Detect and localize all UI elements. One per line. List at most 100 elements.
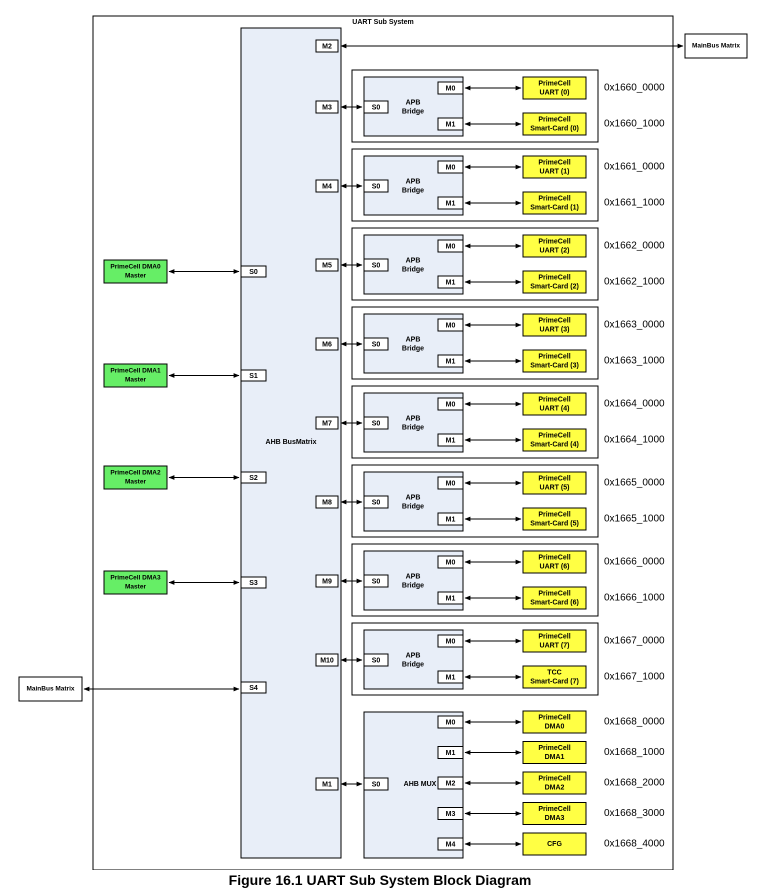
matrix-port-m5-box (315, 258, 339, 272)
uart-device-5-label: UART (5) (540, 484, 570, 491)
bridge-7-slave-port-label: S0 (372, 657, 381, 664)
smartcard-device-4-label: Smart-Card (4) (530, 441, 579, 448)
apb-bridge-5-label: APB (406, 494, 421, 501)
address-uart-4: 0x1664_0000 (604, 399, 665, 410)
ahb-mux-port-m3-box (437, 807, 464, 820)
mux-device-2-label: PrimeCell (538, 775, 570, 782)
uart-device-4-label: PrimeCell (538, 396, 570, 403)
ahb-mux-label: AHB MUX (404, 781, 437, 788)
address-smartcard-6: 0x1666_1000 (604, 593, 665, 604)
bridge-1-slave-port-label: S0 (372, 183, 381, 190)
matrix-port-m7-box (315, 416, 339, 430)
smartcard-device-1-label: Smart-Card (1) (530, 204, 579, 211)
smartcard-device-6-label: PrimeCell (538, 590, 570, 597)
bridge-3-port-m0-box (437, 318, 464, 332)
bridge-0-port-m0-label: M0 (446, 85, 456, 92)
master-port-s1-label: S1 (249, 373, 258, 380)
uart-device-7-label: UART (7) (540, 642, 570, 649)
uart-device-3-label: UART (3) (540, 326, 570, 333)
address-uart-5: 0x1665_0000 (604, 478, 665, 489)
bridge-7-port-m1-label: M1 (446, 674, 456, 681)
apb-bridge-2-label: APB (406, 257, 421, 264)
bridge-6-port-m0-box (437, 555, 464, 569)
uart-device-7 (522, 629, 587, 653)
smartcard-device-3-label: Smart-Card (3) (530, 362, 579, 369)
uart-device-0 (522, 76, 587, 100)
master-port-s2-box (240, 471, 267, 484)
ahb-mux-port-m4-box (437, 837, 464, 851)
apb-bridge-6-label: APB (406, 573, 421, 580)
address-smartcard-2: 0x1662_1000 (604, 277, 665, 288)
smartcard-device-2 (522, 270, 587, 294)
mainbus-matrix-left (18, 676, 83, 702)
uart-device-3 (522, 313, 587, 337)
address-uart-1: 0x1661_0000 (604, 162, 665, 173)
matrix-port-m9-box (315, 574, 339, 588)
apb-bridge-1-label: APB (406, 178, 421, 185)
master-port-s0-label: S0 (249, 269, 258, 276)
ahb-mux-port-m1-box (437, 746, 464, 759)
matrix-port-m1-label: M1 (322, 781, 332, 788)
apb-bridge-6-label: Bridge (402, 582, 424, 589)
master-port-s3-label: S3 (249, 580, 258, 587)
apb-bridge-0-label: Bridge (402, 108, 424, 115)
address-smartcard-3: 0x1663_1000 (604, 356, 665, 367)
uart-device-6-label: UART (6) (540, 563, 570, 570)
uart-device-0-label: UART (0) (540, 89, 570, 96)
port-top-m2-box (315, 39, 339, 53)
mux-device-3-label: PrimeCell (538, 806, 570, 813)
bridge-3-port-m1-label: M1 (446, 358, 456, 365)
matrix-port-m4-box (315, 179, 339, 193)
smartcard-device-5-label: PrimeCell (538, 511, 570, 518)
matrix-port-m6-label: M6 (322, 341, 332, 348)
mux-device-4 (522, 832, 587, 856)
apb-bridge-1-label: Bridge (402, 187, 424, 194)
bridge-1-port-m0-label: M0 (446, 164, 456, 171)
bridge-6-slave-port-box (363, 574, 389, 588)
apb-bridge-4-label: Bridge (402, 424, 424, 431)
matrix-port-m3-label: M3 (322, 104, 332, 111)
apb-bridge-3-label: Bridge (402, 345, 424, 352)
mainbus-matrix-right-label: MainBus Matrix (692, 43, 740, 50)
uart-device-4-label: UART (4) (540, 405, 570, 412)
address-smartcard-0: 0x1660_1000 (604, 119, 665, 130)
smartcard-device-4 (522, 428, 587, 452)
dma-master-0 (103, 259, 168, 284)
bridge-4-port-m0-label: M0 (446, 401, 456, 408)
smartcard-device-5 (522, 507, 587, 531)
uart-device-1-label: PrimeCell (538, 159, 570, 166)
address-uart-6: 0x1666_0000 (604, 557, 665, 568)
address-smartcard-7: 0x1667_1000 (604, 672, 665, 683)
bridge-6-slave-port-label: S0 (372, 578, 381, 585)
uart-device-7-label: PrimeCell (538, 633, 570, 640)
uart-device-2-label: UART (2) (540, 247, 570, 254)
bridge-4-slave-port-label: S0 (372, 420, 381, 427)
apb-bridge-2-label: Bridge (402, 266, 424, 273)
apb-bridge-3-label: APB (406, 336, 421, 343)
mux-device-1-label: PrimeCell (538, 745, 570, 752)
apb-bridge-7-label: APB (406, 652, 421, 659)
address-mux-4: 0x1668_4000 (604, 839, 665, 850)
matrix-port-m8-label: M8 (322, 499, 332, 506)
apb-bridge-0-label: APB (406, 99, 421, 106)
master-port-s4-box (240, 681, 267, 694)
smartcard-device-6 (522, 586, 587, 610)
mux-device-0 (522, 710, 587, 734)
ahb-mux-port-m4-label: M4 (446, 841, 456, 848)
bridge-6-port-m1-box (437, 591, 464, 605)
bridge-1-port-m0-box (437, 160, 464, 174)
uart-device-2-label: PrimeCell (538, 238, 570, 245)
address-mux-1: 0x1668_1000 (604, 747, 665, 758)
master-port-s0-box (240, 265, 267, 278)
dma-master-2 (103, 465, 168, 490)
ahb-mux-port-m2-box (437, 776, 464, 790)
mux-device-4-label: CFG (547, 841, 562, 848)
bridge-5-port-m0-label: M0 (446, 480, 456, 487)
bridge-3-port-m0-label: M0 (446, 322, 456, 329)
bridge-5-port-m1-label: M1 (446, 516, 456, 523)
mux-device-1-label: DMA1 (545, 754, 565, 761)
bridge-5-port-m0-box (437, 476, 464, 490)
uart-device-5-label: PrimeCell (538, 475, 570, 482)
bridge-3-slave-port-label: S0 (372, 341, 381, 348)
